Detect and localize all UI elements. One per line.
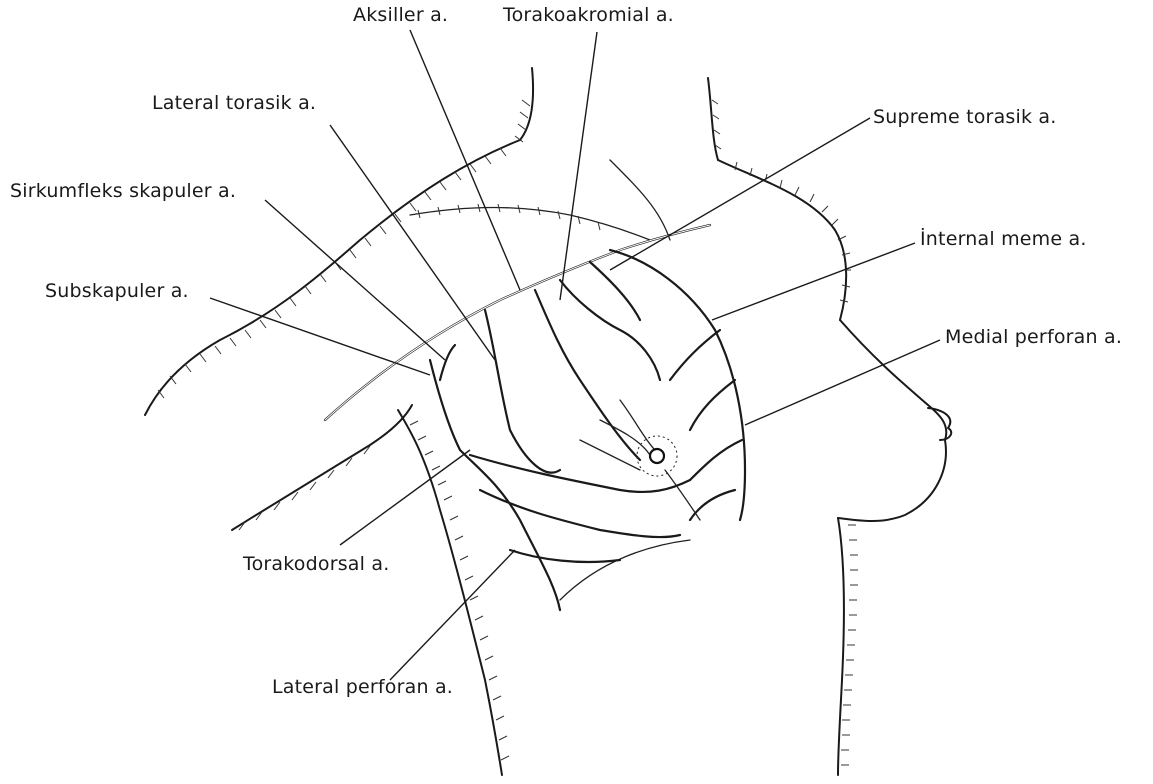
label-torakoakromial: Torakoakromial a. (503, 4, 674, 26)
label-sirkumfleks-skapuler: Sirkumfleks skapuler a. (10, 180, 236, 202)
areola (637, 436, 677, 476)
leader-aksiller (410, 30, 520, 290)
label-lateral-perforan: Lateral perforan a. (272, 676, 453, 698)
leader-sirkumfleks-skapuler (265, 200, 445, 360)
label-internal-meme: İnternal meme a. (920, 228, 1087, 250)
leader-subskapuler (210, 298, 430, 375)
label-lateral-torasik: Lateral torasik a. (152, 92, 316, 114)
label-medial-perforan: Medial perforan a. (945, 326, 1122, 348)
label-aksiller: Aksiller a. (353, 4, 448, 26)
leader-supreme-torasik (610, 118, 870, 270)
leader-torakoakromial (560, 32, 597, 300)
label-torakodorsal: Torakodorsal a. (243, 553, 389, 575)
label-subskapuler: Subskapuler a. (45, 280, 189, 302)
label-supreme-torasik: Supreme torasik a. (873, 106, 1057, 128)
leader-lateral-perforan (390, 550, 515, 680)
hatching (158, 100, 858, 765)
body-outline (145, 68, 951, 775)
leader-internal-meme (712, 243, 915, 320)
leader-lateral-torasik (330, 125, 495, 360)
leader-lines (210, 30, 940, 680)
leader-torakodorsal (340, 450, 470, 545)
leader-medial-perforan (745, 340, 940, 425)
